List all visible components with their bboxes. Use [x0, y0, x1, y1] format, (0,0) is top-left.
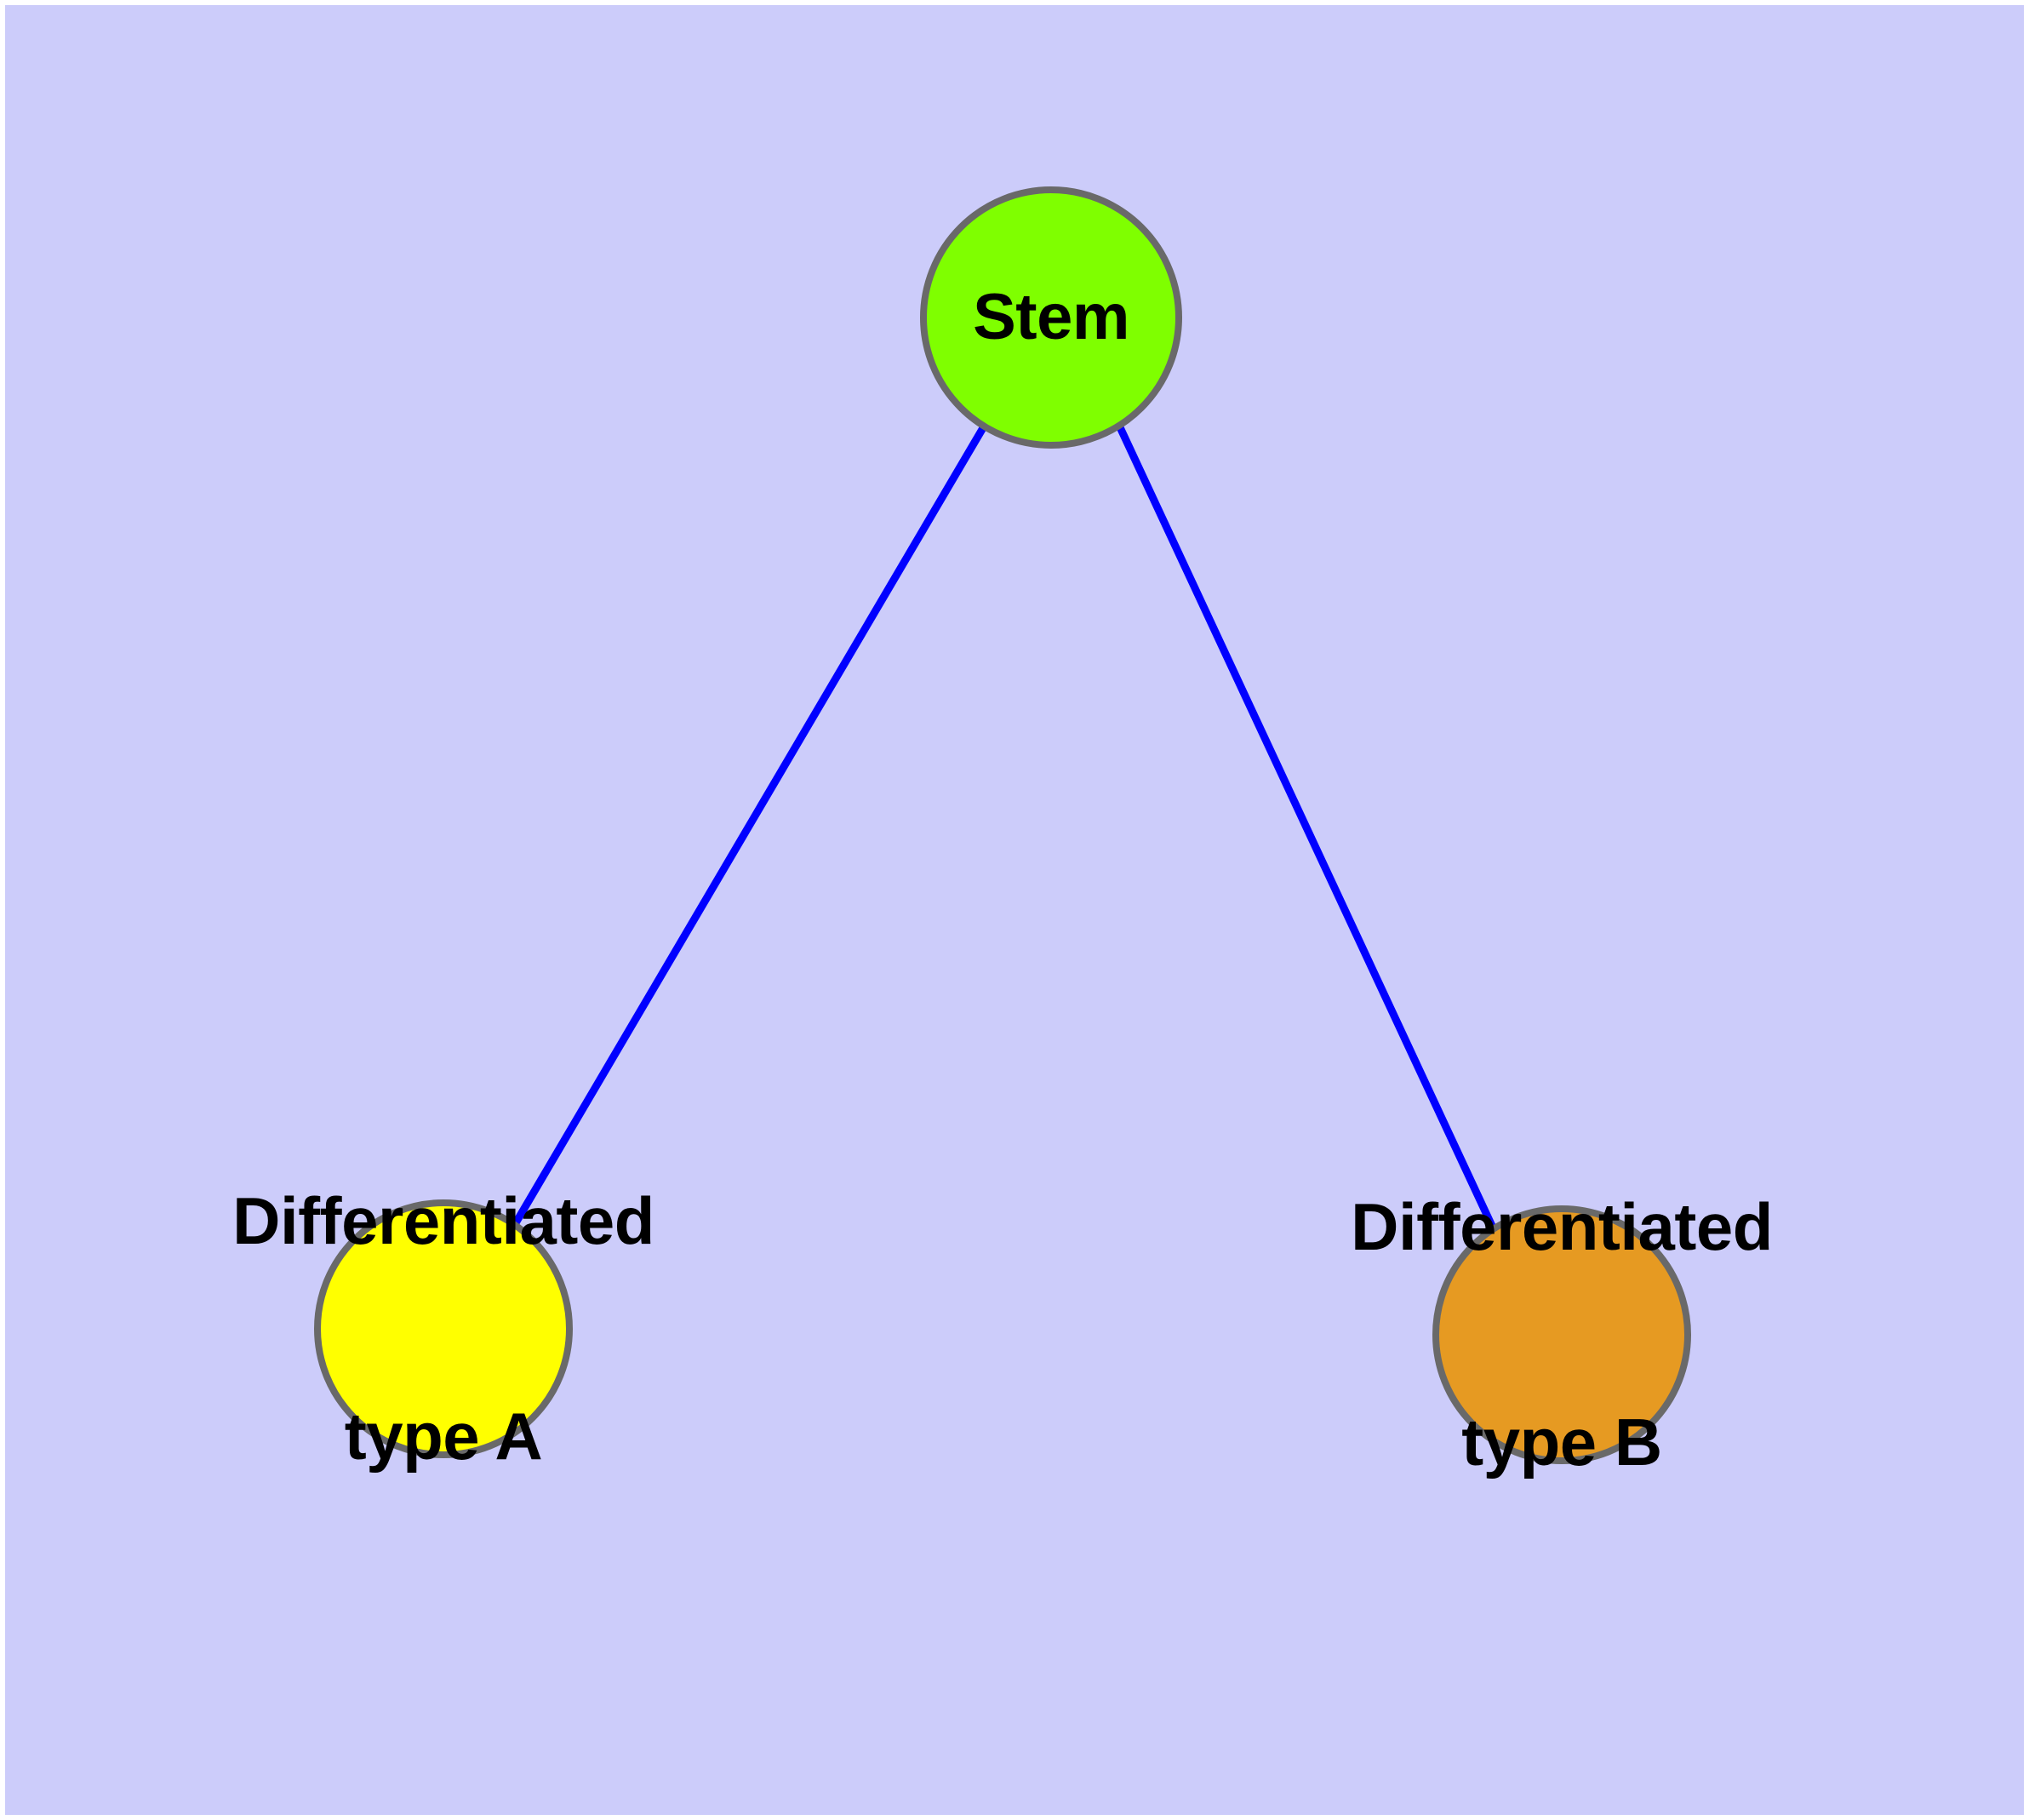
node-stem[interactable] — [920, 186, 1182, 449]
edge-stem-to-differentiated-type-a — [511, 424, 987, 1228]
edge-layer — [511, 424, 1496, 1228]
node-layer — [314, 186, 1691, 1464]
edge-stem-to-differentiated-type-b — [1116, 426, 1496, 1228]
node-differentiated-type-b[interactable] — [1432, 1205, 1691, 1464]
node-differentiated-type-a[interactable] — [314, 1199, 573, 1458]
